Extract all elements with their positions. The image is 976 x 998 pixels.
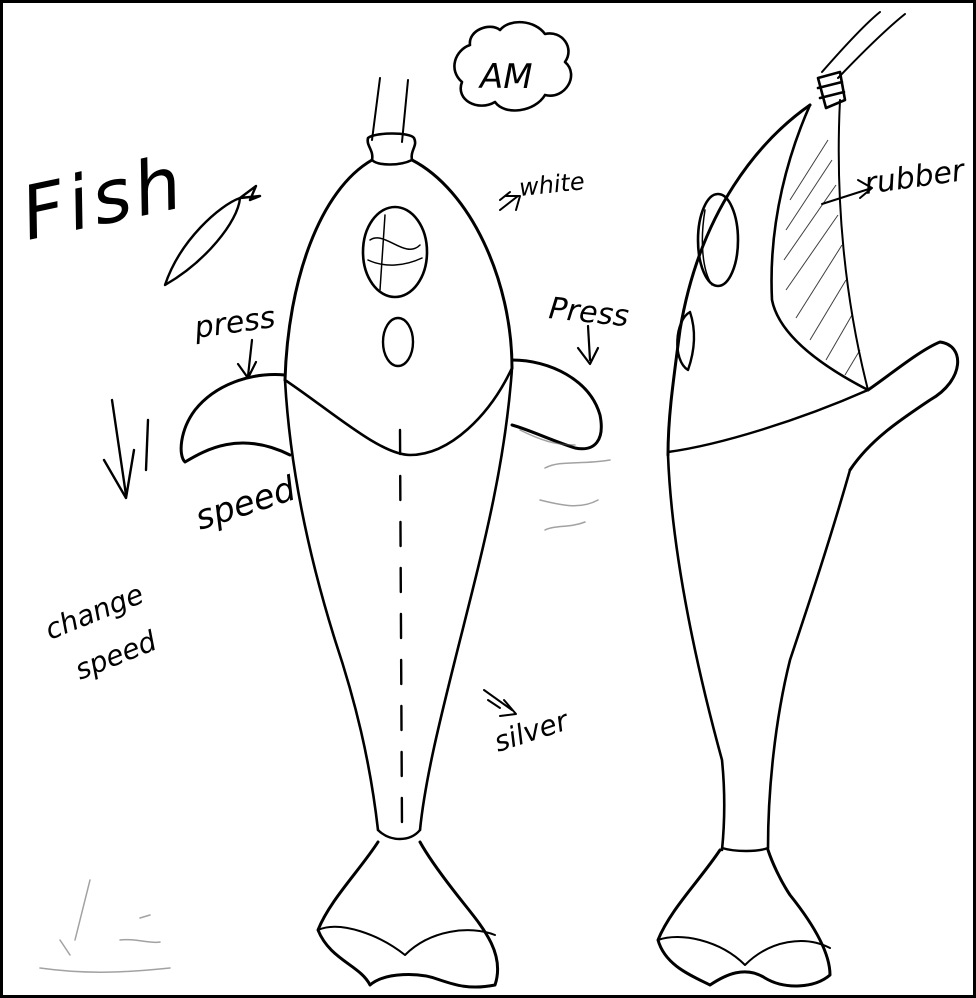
front-head	[285, 160, 512, 380]
front-body	[285, 368, 512, 830]
am-text: AM	[478, 57, 533, 97]
front-right-fin	[512, 360, 601, 449]
front-tail	[318, 842, 498, 987]
am-badge: AM	[454, 22, 571, 110]
side-head	[668, 105, 810, 455]
faint-marks	[40, 430, 610, 972]
side-body	[668, 455, 850, 850]
label-white: white	[518, 167, 586, 202]
label-rubber: rubber	[862, 153, 968, 202]
down-arrow-icon	[238, 340, 256, 378]
label-silver: silver	[490, 703, 573, 758]
side-tail	[658, 850, 830, 986]
front-left-fin	[181, 375, 290, 462]
title-group: Fish	[14, 139, 260, 285]
title-text: Fish	[14, 139, 193, 257]
side-nozzle	[818, 72, 845, 108]
label-speed: speed	[190, 469, 300, 539]
front-mouth	[383, 318, 413, 366]
fish-side-view	[658, 12, 958, 986]
side-fin	[850, 342, 958, 470]
front-eye	[363, 207, 427, 297]
down-arrow-icon	[578, 326, 598, 364]
right-arrow-icon	[500, 192, 520, 210]
fish-front-view	[181, 78, 601, 987]
down-arrow-icon	[104, 400, 148, 498]
front-nozzle	[368, 134, 415, 165]
label-press-left: press	[191, 300, 277, 346]
annotations: press Press speed change speed white sil…	[40, 153, 968, 759]
right-arrow-icon	[484, 690, 516, 716]
